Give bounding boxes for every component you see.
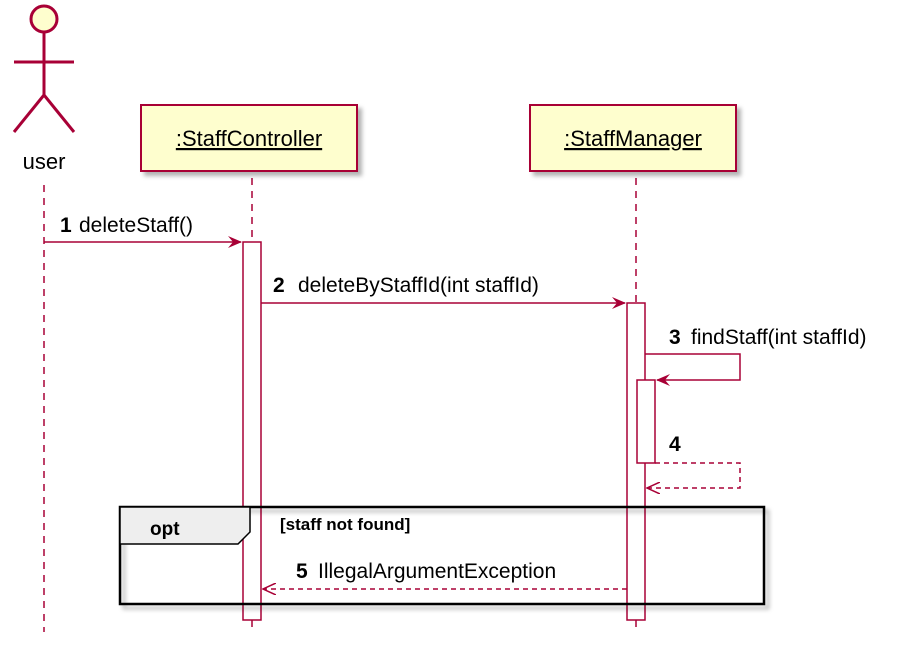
- message-number: 2: [273, 274, 285, 297]
- message-number: 1: [60, 214, 72, 237]
- actor-label: user: [23, 149, 66, 174]
- message-1: 1 deleteStaff(): [44, 214, 242, 248]
- message-number: 4: [669, 433, 681, 456]
- stick-figure-actor-icon: [12, 4, 76, 133]
- participant-label: :StaffManager: [564, 126, 702, 151]
- participant-label: :StaffController: [176, 126, 322, 151]
- activation-staff-manager-nested: [636, 379, 656, 464]
- message-3: 3 findStaff(int staffId): [645, 326, 867, 386]
- message-label: deleteStaff(): [79, 214, 193, 237]
- message-number: 5: [296, 560, 308, 583]
- message-label: IllegalArgumentException: [318, 560, 556, 583]
- activation-staff-controller: [242, 241, 262, 621]
- message-5: 5 IllegalArgumentException: [263, 560, 627, 589]
- fragment-operator: opt: [150, 519, 180, 540]
- participant-staff-controller: :StaffController: [140, 104, 358, 172]
- participant-staff-manager: :StaffManager: [529, 104, 737, 172]
- message-label: deleteByStaffId(int staffId): [298, 274, 539, 297]
- message-number: 3: [669, 326, 681, 349]
- message-4: 4: [647, 433, 741, 488]
- fragment-opt: opt [staff not found]: [118, 505, 766, 606]
- message-label: findStaff(int staffId): [691, 326, 867, 349]
- fragment-guard: [staff not found]: [280, 515, 410, 534]
- message-2: 2 deleteByStaffId(int staffId): [261, 274, 626, 309]
